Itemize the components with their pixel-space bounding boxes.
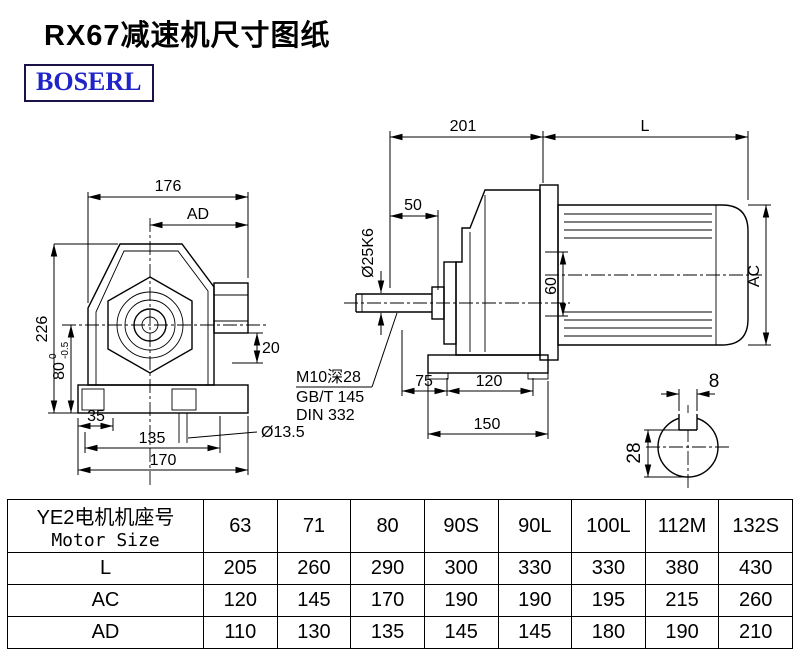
dim-8-label: 8 <box>709 371 720 392</box>
cell-ac-3: 190 <box>423 584 499 617</box>
dim-ac-label: AC <box>746 265 763 287</box>
size-100l: 100L <box>571 499 646 553</box>
col-header-motor-size: YE2电机机座号 Motor Size <box>7 499 204 553</box>
dim-176-label: 176 <box>155 178 182 195</box>
cell-l-4: 330 <box>497 552 573 585</box>
cell-l-1: 260 <box>276 552 352 585</box>
cell-ac-5: 195 <box>571 584 646 617</box>
size-132s: 132S <box>718 499 793 553</box>
dim-60-label: 60 <box>543 277 560 295</box>
dim-170-label: 170 <box>150 452 177 469</box>
size-90l: 90L <box>497 499 573 553</box>
dim-ad-label: AD <box>187 206 209 223</box>
side-centerlines <box>344 274 762 304</box>
cell-l-2: 290 <box>350 552 425 585</box>
size-80: 80 <box>350 499 425 553</box>
front-housing-outline <box>77 243 249 443</box>
cell-ad-0: 110 <box>203 616 278 649</box>
dim-80-tol-upper: 0 <box>48 353 59 359</box>
cell-l-7: 430 <box>718 552 793 585</box>
shaft-section-view: 8 28 <box>624 371 730 489</box>
cell-l-6: 380 <box>644 552 720 585</box>
cell-ad-6: 190 <box>644 616 720 649</box>
dim-shaft-label: Ø25K6 <box>360 228 377 278</box>
cell-ac-1: 145 <box>276 584 352 617</box>
table-header-row: YE2电机机座号 Motor Size 63 71 80 90S 90L 100… <box>7 499 793 553</box>
size-63: 63 <box>203 499 278 553</box>
dim-75-label: 75 <box>415 373 433 390</box>
row-label-ad: AD <box>7 616 204 649</box>
size-112m: 112M <box>644 499 720 553</box>
side-motor-outline <box>539 184 749 361</box>
keyway-outline <box>678 414 698 431</box>
section-dimension-lines <box>644 389 715 478</box>
table-row-ad: AD 110 130 135 145 145 180 190 210 <box>7 616 793 649</box>
row-label-ac: AC <box>7 584 204 617</box>
row-label-l: L <box>7 552 204 585</box>
cell-l-5: 330 <box>571 552 646 585</box>
cell-l-3: 300 <box>423 552 499 585</box>
cell-ac-6: 215 <box>644 584 720 617</box>
note-gbt-label: GB/T 145 <box>296 389 364 406</box>
cell-l-0: 205 <box>203 552 278 585</box>
cell-ac-0: 120 <box>203 584 278 617</box>
side-view: 201 L 50 Ø25K6 60 AC M10深28 GB/T 145 DIN… <box>296 118 771 439</box>
dim-80-label: 80 <box>51 362 68 380</box>
keyway-mask <box>679 413 697 430</box>
cell-ac-4: 190 <box>497 584 573 617</box>
dim-201-label: 201 <box>450 118 477 135</box>
brand-logo: BOSERL <box>24 64 154 102</box>
cell-ac-2: 170 <box>350 584 425 617</box>
size-90s: 90S <box>423 499 499 553</box>
cell-ad-1: 130 <box>276 616 352 649</box>
dim-hole-label: Ø13.5 <box>261 424 305 441</box>
dim-226-label: 226 <box>34 316 51 343</box>
table-row-ac: AC 120 145 170 190 190 195 215 260 <box>7 584 793 617</box>
page-title: RX67减速机尺寸图纸 <box>44 20 331 52</box>
side-dimension-lines <box>296 131 771 439</box>
size-71: 71 <box>276 499 352 553</box>
dim-135-label: 135 <box>139 430 166 447</box>
cell-ac-7: 260 <box>718 584 793 617</box>
technical-drawing: 176 AD 226 80 0 -0.5 35 135 170 20 Ø13.5 <box>34 118 771 489</box>
brand-logo-text: BOSERL <box>36 67 142 96</box>
dim-35-label: 35 <box>87 408 105 425</box>
dim-80-tol-lower: -0.5 <box>60 341 71 359</box>
dim-20-label: 20 <box>262 340 280 357</box>
table-row-l: L 205 260 290 300 330 330 380 430 <box>7 552 793 585</box>
dim-50-label: 50 <box>404 197 422 214</box>
dim-150-label: 150 <box>474 416 501 433</box>
dim-120-label: 120 <box>476 373 503 390</box>
front-dimension-lines <box>48 192 263 475</box>
cell-ad-5: 180 <box>571 616 646 649</box>
header-en: Motor Size <box>51 530 160 551</box>
dim-80-with-tolerance: 80 0 -0.5 <box>48 341 71 380</box>
front-view: 176 AD 226 80 0 -0.5 35 135 170 20 Ø13.5 <box>34 178 305 486</box>
header-cn: YE2电机机座号 <box>36 507 175 529</box>
dim-l-label: L <box>641 118 650 135</box>
cell-ad-4: 145 <box>497 616 573 649</box>
dim-28-label: 28 <box>624 442 645 463</box>
cell-ad-2: 135 <box>350 616 425 649</box>
note-din-label: DIN 332 <box>296 407 355 424</box>
note-thread-label: M10深28 <box>296 368 361 386</box>
cell-ad-3: 145 <box>423 616 499 649</box>
dimensions-table: YE2电机机座号 Motor Size 63 71 80 90S 90L 100… <box>7 499 793 649</box>
cell-ad-7: 210 <box>718 616 793 649</box>
